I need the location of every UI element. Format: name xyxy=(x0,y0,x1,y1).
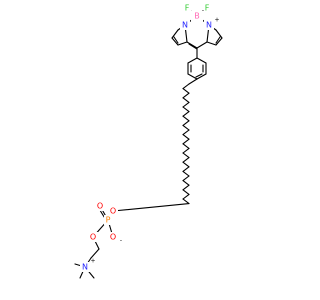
bond-line-29 xyxy=(188,78,198,85)
oxygen-negative-charge: - xyxy=(120,238,122,245)
bond-line-47 xyxy=(182,161,190,168)
bond-line-53 xyxy=(182,189,190,195)
bond-line-46 xyxy=(182,157,190,163)
bond-line-18 xyxy=(188,43,198,50)
bond-line-15 xyxy=(215,36,221,44)
bond-line-40 xyxy=(182,129,190,136)
bond-line-49 xyxy=(182,170,190,177)
atom-phosphorus: P xyxy=(104,215,113,225)
svg-text:O: O xyxy=(110,207,116,216)
atom-fluorine-2: F xyxy=(202,3,211,13)
bond-line-22 xyxy=(196,73,207,80)
boron-negative-charge: - xyxy=(202,8,204,15)
svg-text:N: N xyxy=(182,21,188,30)
svg-text:N: N xyxy=(82,263,88,272)
svg-text:O: O xyxy=(97,202,103,211)
bond-line-38 xyxy=(182,120,190,126)
bond-line-39 xyxy=(182,124,190,131)
svg-text:F: F xyxy=(185,4,190,13)
bond-line-50 xyxy=(182,175,190,182)
atom-oxygen-double: O xyxy=(95,201,105,211)
atom-nitrogen-ammonium: N + xyxy=(80,258,96,272)
bond-line-30 xyxy=(182,83,190,90)
bond-line-42 xyxy=(182,138,190,145)
bond-line-17 xyxy=(196,41,208,49)
bond-line-33 xyxy=(182,97,190,103)
bond-line-12 xyxy=(215,37,223,46)
atom-labels: F F B - N N + O P O xyxy=(80,3,220,272)
bond-line-5 xyxy=(171,29,179,39)
bond-line-7 xyxy=(177,41,188,46)
svg-text:F: F xyxy=(205,4,210,13)
svg-text:N: N xyxy=(206,21,212,30)
bond-line-56 xyxy=(112,203,190,212)
bond-line-54 xyxy=(182,193,190,200)
svg-text:P: P xyxy=(106,216,111,225)
bond-line-20 xyxy=(196,57,207,64)
bond-line-31 xyxy=(182,88,190,94)
svg-text:B: B xyxy=(194,12,200,21)
molecule-structure-diagram: F F B - N N + O P O xyxy=(74,3,223,279)
bond-line-11 xyxy=(215,29,223,39)
svg-text:O: O xyxy=(90,233,96,242)
bond-line-43 xyxy=(182,143,190,149)
bond-line-28 xyxy=(195,73,203,78)
bond-line-51 xyxy=(182,180,190,186)
atom-fluorine-1: F xyxy=(182,3,191,13)
bond-line-63 xyxy=(90,248,100,259)
atom-boron: B - xyxy=(191,8,204,22)
ammonium-positive-charge: + xyxy=(90,258,95,265)
bond-line-55 xyxy=(182,198,190,205)
bond-line-32 xyxy=(182,92,190,99)
bond-line-52 xyxy=(182,184,190,191)
bond-line-35 xyxy=(182,106,190,113)
bond-line-41 xyxy=(182,134,190,140)
bond-line-9 xyxy=(173,36,179,44)
bond-line-25 xyxy=(187,57,198,64)
svg-text:O: O xyxy=(110,233,116,242)
bond-line-23 xyxy=(187,73,198,80)
atom-oxygen-ester-1: O xyxy=(108,206,118,216)
atom-nitrogen-right: N + xyxy=(204,17,220,30)
bond-line-45 xyxy=(182,152,190,159)
atom-oxygen-minus: O - xyxy=(108,232,122,245)
nitrogen-positive-charge: + xyxy=(214,17,219,24)
bond-line-37 xyxy=(182,115,190,122)
bond-line-48 xyxy=(182,166,190,172)
bond-line-34 xyxy=(182,101,190,108)
atom-oxygen-ester-2: O xyxy=(88,232,98,242)
bond-line-6 xyxy=(171,37,179,46)
bond-line-36 xyxy=(182,111,190,117)
bond-line-16 xyxy=(186,41,198,49)
atom-nitrogen-left: N xyxy=(180,20,190,30)
bond-line-13 xyxy=(206,41,217,46)
bond-line-44 xyxy=(182,147,190,154)
